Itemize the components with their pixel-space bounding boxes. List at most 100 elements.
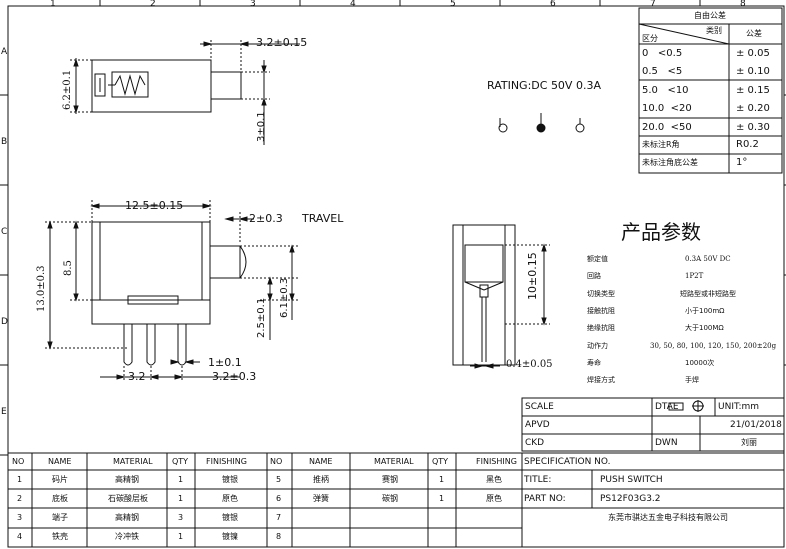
param-label-4: 接触抗阻: [587, 307, 615, 315]
zone-col-8: 8: [740, 0, 746, 9]
tolerance-value-3: ± 0.15: [736, 85, 770, 96]
bom-cell: 1: [178, 475, 184, 484]
param-value-1: 0.3A 50V DC: [685, 255, 731, 263]
bom-cell: 高精钢: [115, 475, 139, 484]
bom-cell: 1: [439, 494, 445, 503]
right-view: [452, 224, 550, 369]
dim-total-height: 13.0±0.3: [36, 265, 47, 312]
dim-body-height: 8.5: [63, 260, 74, 276]
dim-right-pin: 0.4±0.05: [506, 359, 553, 370]
bom-header-material-1: MATERIAL: [113, 457, 153, 466]
dim-pin-pitch-right: 3.2±0.3: [212, 370, 257, 383]
unit-label: UNIT:mm: [718, 402, 760, 412]
param-label-2: 回路: [587, 272, 601, 280]
zone-col-5: 5: [450, 0, 456, 9]
bom-grid: [7, 452, 785, 548]
param-label-1: 额定值: [587, 255, 608, 263]
dim-pin-width: 1±0.1: [208, 356, 242, 369]
tolerance-range-3: 5.0 <10: [642, 85, 689, 96]
title-block-grid: [521, 397, 785, 452]
side-view: [45, 200, 300, 382]
tolerance-range-5: 20.0 <50: [642, 122, 692, 133]
dim-body-width: 12.5±0.15: [125, 199, 184, 212]
bom-cell: 1: [439, 475, 445, 484]
param-value-7: 10000次: [685, 359, 715, 367]
bom-cell: 原色: [222, 494, 238, 503]
bom-header-name-1: NAME: [48, 457, 72, 466]
tolerance-value-4: ± 0.20: [736, 103, 770, 114]
dim-travel: 2±0.3: [249, 212, 283, 225]
param-label-5: 绝缘抗阻: [587, 324, 615, 332]
bom-cell: 5: [276, 475, 282, 484]
param-value-2: 1P2T: [685, 272, 704, 280]
switch-schematic: [498, 113, 585, 133]
note-label-1: 未标注R角: [642, 140, 680, 149]
tolerance-range-1: 0 <0.5: [642, 48, 683, 59]
tolerance-range-4: 10.0 <20: [642, 103, 692, 114]
zone-col-4: 4: [350, 0, 356, 9]
param-value-8: 手焊: [685, 376, 699, 384]
bom-cell: 底板: [52, 494, 68, 503]
bom-cell: 码片: [52, 475, 68, 484]
title-label: TITLE:: [524, 475, 552, 485]
param-label-7: 寿命: [587, 359, 601, 367]
zone-row-a: A: [1, 47, 8, 57]
bom-header-no-2: NO: [270, 457, 283, 466]
tolerance-range-2: 0.5 <5: [642, 66, 683, 77]
company-name: 东莞市骐达五金电子科技有限公司: [608, 513, 728, 522]
dim-2-5: 2.5±0.1: [256, 297, 267, 338]
bom-cell: 推柄: [313, 475, 329, 484]
tolerance-value-2: ± 0.10: [736, 66, 770, 77]
bom-cell: 镀银: [222, 475, 238, 484]
zone-col-7: 7: [650, 0, 656, 9]
dwn-label: DWN: [655, 438, 678, 448]
tolerance-header-tol: 公差: [746, 29, 762, 38]
param-label-8: 焊接方式: [587, 376, 615, 384]
param-value-3: 短路型或非短路型: [680, 290, 736, 298]
bom-cell: 端子: [52, 513, 68, 522]
bom-cell: 4: [17, 532, 23, 541]
bom-cell: 冷冲铁: [115, 532, 139, 541]
bom-header-finishing-1: FINISHING: [206, 457, 247, 466]
bom-cell: 镀银: [222, 513, 238, 522]
bom-header-no-1: NO: [12, 457, 25, 466]
title-value: PUSH SWITCH: [600, 475, 663, 485]
note-value-2: 1°: [736, 157, 748, 168]
date-value: 21/01/2018: [730, 420, 782, 430]
zone-col-1: 1: [50, 0, 56, 9]
bom-header-name-2: NAME: [309, 457, 333, 466]
note-label-2: 未标注角底公差: [642, 158, 698, 167]
bom-cell: 7: [276, 513, 282, 522]
param-value-4: 小于100mΩ: [685, 307, 725, 315]
param-label-6: 动作力: [587, 342, 608, 350]
bom-header-finishing-2: FINISHING: [476, 457, 517, 466]
bom-cell: 弹簧: [313, 494, 329, 503]
tolerance-title: 自由公差: [694, 11, 726, 20]
bom-cell: 3: [17, 513, 23, 522]
zone-row-b: B: [1, 137, 8, 147]
ckd-label: CKD: [525, 438, 545, 448]
bom-cell: 赛钢: [382, 475, 398, 484]
scale-label: SCALE: [525, 402, 554, 412]
bom-cell: 8: [276, 532, 282, 541]
dim-right-height: 10±0.15: [526, 252, 539, 300]
dim-pin-pitch-left: 3.2: [128, 370, 146, 383]
note-value-1: R0.2: [736, 139, 759, 150]
top-view: [70, 40, 300, 145]
dim-top-stem: 3±0.1: [256, 111, 267, 142]
bom-header-qty-1: QTY: [172, 457, 189, 466]
zone-col-3: 3: [250, 0, 256, 9]
part-value: PS12F03G3.2: [600, 494, 661, 504]
bom-cell: 原色: [486, 494, 502, 503]
param-value-5: 大于100MΩ: [685, 324, 724, 332]
zone-col-2: 2: [150, 0, 156, 9]
bom-cell: 黑色: [486, 475, 502, 484]
tolerance-value-5: ± 0.30: [736, 122, 770, 133]
rating-label: RATING:DC 50V 0.3A: [487, 79, 601, 92]
param-label-3: 切换类型: [587, 290, 615, 298]
bom-header-qty-2: QTY: [432, 457, 449, 466]
bom-header-material-2: MATERIAL: [374, 457, 414, 466]
tolerance-value-1: ± 0.05: [736, 48, 770, 59]
bom-cell: 1: [178, 532, 184, 541]
